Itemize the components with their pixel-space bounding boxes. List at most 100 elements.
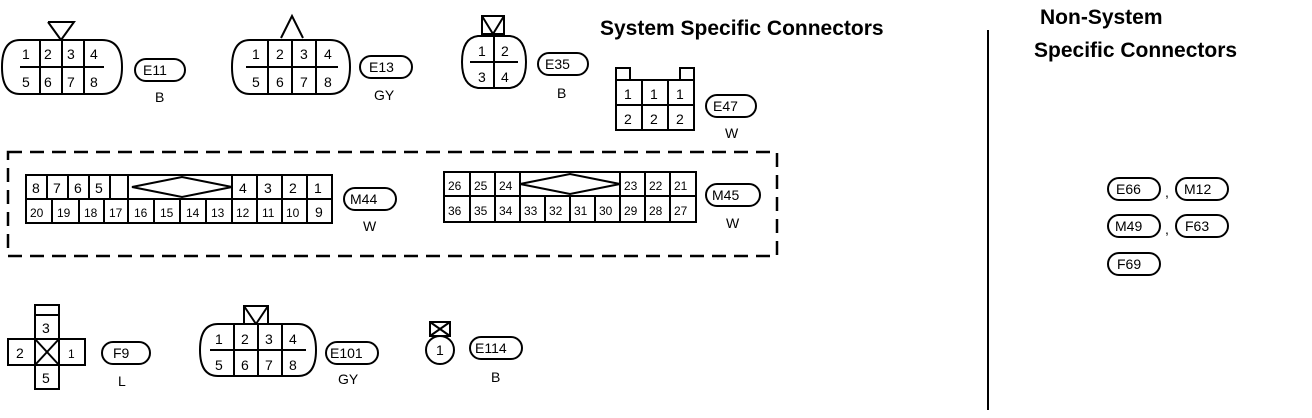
pin-label: 5 — [252, 74, 260, 90]
pin-label: 30 — [599, 204, 613, 218]
connector-id-badge: M49 — [1115, 218, 1142, 234]
pin-label: 1 — [478, 43, 486, 59]
pin-label: 31 — [574, 204, 588, 218]
pin-label: 1 — [68, 347, 75, 361]
pin-label: 14 — [186, 206, 200, 220]
pin-label: 6 — [241, 357, 249, 373]
pin-label: 15 — [160, 206, 174, 220]
pin-label: 11 — [262, 206, 275, 220]
pin-label: 26 — [448, 179, 462, 193]
pin-label: 1 — [22, 46, 30, 62]
connector-id-badge: F69 — [1117, 256, 1141, 272]
pin-label: 4 — [324, 46, 332, 62]
pin-label: 36 — [448, 204, 462, 218]
pin-label: 1 — [624, 86, 632, 102]
pin-label: 35 — [474, 204, 488, 218]
pin-label: 34 — [499, 204, 513, 218]
lock-tab-icon — [47, 21, 76, 42]
pin-label: 4 — [90, 46, 98, 62]
pin-label: 22 — [649, 179, 663, 193]
pin-label: 2 — [16, 345, 24, 361]
pin-label: 5 — [42, 370, 50, 386]
latch-icon — [34, 304, 60, 316]
pin-label: 6 — [74, 180, 82, 196]
pin-label: 20 — [30, 206, 44, 220]
connector-m45: 26 25 24 23 22 21 36 35 34 33 32 31 30 2… — [443, 171, 761, 231]
connector-e101: 1 2 3 4 5 6 7 8 E101 GY — [198, 305, 379, 387]
pin-label: 1 — [314, 180, 322, 196]
pin-label: 8 — [324, 74, 332, 90]
pin-label: 4 — [501, 69, 509, 85]
pin-label: 25 — [474, 179, 488, 193]
pin-label: 24 — [499, 179, 513, 193]
pin-label: 1 — [650, 86, 658, 102]
pin-label: 2 — [676, 111, 684, 127]
pin-label: 8 — [32, 180, 40, 196]
pin-label: 13 — [211, 206, 225, 220]
wire-color-label: W — [363, 218, 377, 234]
separator: , — [1165, 184, 1169, 200]
pin-label: 7 — [67, 74, 75, 90]
pin-label: 7 — [53, 180, 61, 196]
pin-label: 3 — [42, 320, 50, 336]
pin-label: 2 — [241, 331, 249, 347]
connector-id-badge: E66 — [1116, 181, 1141, 197]
connector-id-badge: F9 — [113, 345, 130, 361]
pin-label: 2 — [289, 180, 297, 196]
connector-id-badge: E13 — [369, 59, 394, 75]
wire-color-label: GY — [374, 87, 395, 103]
pin-label: 2 — [624, 111, 632, 127]
pin-label: 29 — [624, 204, 638, 218]
pin-label: 2 — [650, 111, 658, 127]
pin-label: 3 — [300, 46, 308, 62]
connector-id-badge: M44 — [350, 191, 377, 207]
pin-label: 3 — [478, 69, 486, 85]
wire-color-label: B — [491, 369, 500, 385]
non-system-connector-list: E66 , M12 M49 , F63 F69 — [1107, 177, 1229, 276]
pin-label: 17 — [109, 206, 123, 220]
pin-label: 8 — [90, 74, 98, 90]
pin-label: 32 — [549, 204, 563, 218]
keyway-icon — [519, 172, 621, 196]
pin-label: 5 — [22, 74, 30, 90]
wire-color-label: L — [118, 373, 126, 389]
pin-label: 1 — [676, 86, 684, 102]
pin-label: 1 — [215, 331, 223, 347]
pin-label: 18 — [84, 206, 98, 220]
wire-color-label: B — [557, 85, 566, 101]
lock-tab-icon — [243, 305, 269, 325]
latch-icon — [615, 67, 695, 81]
connector-e47: 1 1 1 2 2 2 E47 W — [615, 67, 757, 141]
lock-tab-icon — [481, 15, 505, 35]
pin-label: 6 — [44, 74, 52, 90]
connector-id-badge: E114 — [475, 340, 507, 356]
connector-id-badge: M45 — [712, 187, 739, 203]
connector-e11: 1 2 3 4 5 6 7 8 E11 B — [0, 21, 186, 105]
connector-id-badge: E47 — [713, 98, 738, 114]
pin-label: 4 — [289, 331, 297, 347]
lock-tab-icon — [280, 13, 304, 39]
pin-label: 19 — [57, 206, 71, 220]
non-system-heading-line1: Non-System — [1040, 6, 1163, 29]
separator: , — [1165, 221, 1169, 237]
wire-color-label: W — [726, 215, 740, 231]
connector-id-badge: E101 — [330, 345, 363, 361]
pin-label: 5 — [95, 180, 103, 196]
pin-label: 5 — [215, 357, 223, 373]
pin-label: 27 — [674, 204, 688, 218]
connector-e35: 1 2 3 4 E35 B — [460, 15, 589, 101]
pin-label: 4 — [239, 180, 247, 196]
pin-label: 2 — [276, 46, 284, 62]
pin-label: 33 — [524, 204, 538, 218]
pin-label: 7 — [300, 74, 308, 90]
non-system-heading-line2: Specific Connectors — [1034, 39, 1237, 62]
pin-label: 2 — [44, 46, 52, 62]
pin-label: 28 — [649, 204, 663, 218]
connector-id-badge: M12 — [1184, 181, 1211, 197]
connector-e114: 1 E114 B — [425, 321, 523, 385]
pin-label: 21 — [674, 179, 688, 193]
pin-label: 23 — [624, 179, 638, 193]
system-specific-heading: System Specific Connectors — [600, 17, 884, 40]
pin-label: 1 — [252, 46, 260, 62]
pin-label: 8 — [289, 357, 297, 373]
